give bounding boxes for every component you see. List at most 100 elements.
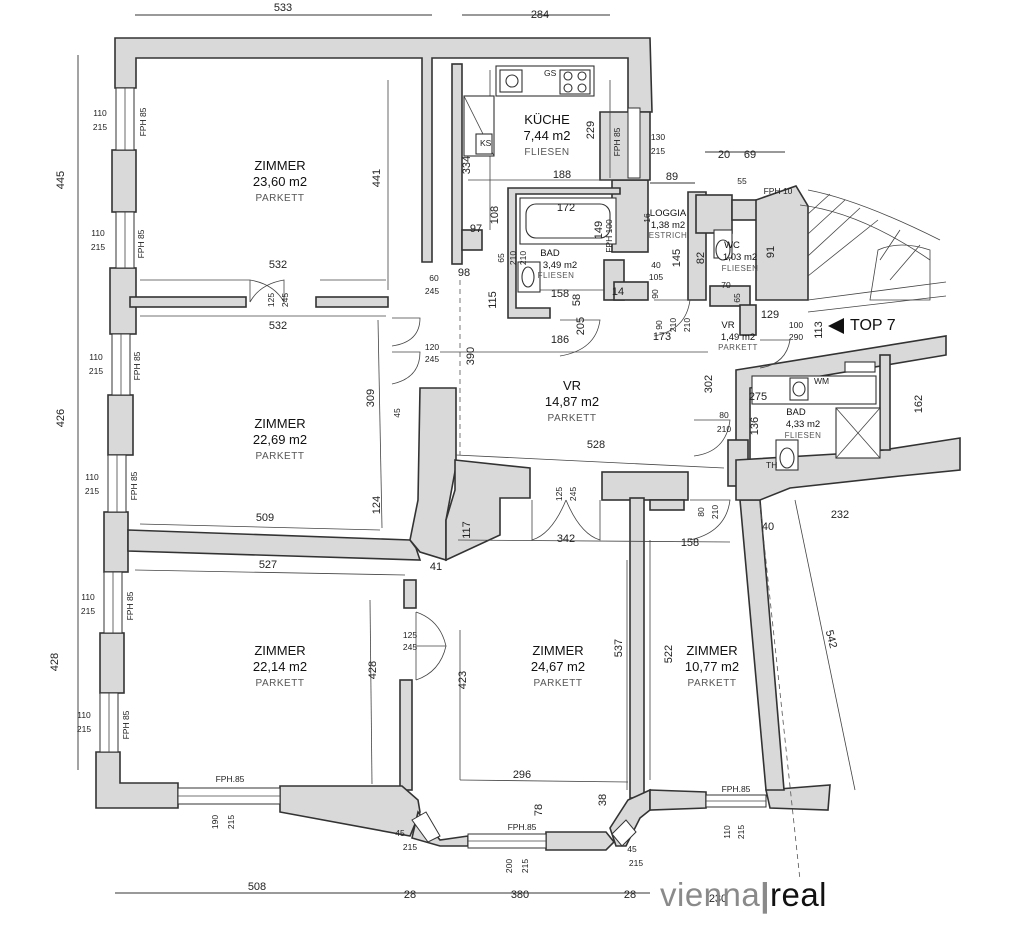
svg-text:210: 210 — [668, 318, 678, 332]
svg-text:10,77 m2: 10,77 m2 — [685, 659, 739, 674]
svg-text:70: 70 — [721, 280, 731, 290]
svg-text:3,49 m2: 3,49 m2 — [543, 260, 577, 271]
svg-text:ZIMMER: ZIMMER — [686, 643, 737, 658]
svg-text:KÜCHE: KÜCHE — [524, 112, 570, 127]
svg-text:533: 533 — [274, 2, 292, 14]
svg-text:537: 537 — [613, 639, 625, 657]
svg-text:158: 158 — [551, 288, 569, 300]
svg-text:120: 120 — [425, 342, 439, 352]
svg-text:FLIESEN: FLIESEN — [722, 264, 759, 273]
svg-text:69: 69 — [744, 149, 756, 161]
svg-text:40: 40 — [762, 521, 774, 533]
svg-text:200: 200 — [504, 859, 514, 873]
room-label-zimmer-3: ZIMMER 22,14 m2 PARKETT — [253, 643, 307, 689]
opening-annotations: 110 215 FPH 85 110 215 FPH 85 110 215 FP… — [77, 107, 803, 873]
svg-text:FPH.85: FPH.85 — [508, 822, 537, 832]
svg-text:162: 162 — [913, 395, 925, 413]
svg-text:232: 232 — [831, 509, 849, 521]
walls — [95, 37, 961, 851]
svg-text:528: 528 — [587, 439, 605, 451]
svg-text:VR: VR — [721, 320, 734, 331]
svg-text:FLIESEN: FLIESEN — [785, 431, 822, 440]
svg-text:172: 172 — [557, 202, 575, 214]
svg-text:ZIMMER: ZIMMER — [254, 158, 305, 173]
svg-text:14,87 m2: 14,87 m2 — [545, 394, 599, 409]
svg-text:65: 65 — [496, 253, 506, 263]
svg-text:210: 210 — [508, 251, 518, 265]
svg-text:527: 527 — [259, 559, 277, 571]
svg-text:115: 115 — [487, 291, 499, 309]
svg-text:205: 205 — [575, 317, 587, 335]
svg-text:55: 55 — [737, 176, 747, 186]
staircase — [799, 189, 947, 313]
room-label-vr: VR 14,87 m2 PARKETT — [545, 378, 599, 424]
room-label-bad-1: BAD 3,49 m2 FLIESEN — [538, 248, 578, 280]
svg-text:136: 136 — [749, 417, 761, 435]
bath-fixtures — [517, 197, 881, 471]
svg-text:45: 45 — [395, 828, 405, 838]
svg-text:FPH.85: FPH.85 — [216, 774, 245, 784]
svg-text:22,69 m2: 22,69 m2 — [253, 432, 307, 447]
svg-text:FPH 85: FPH 85 — [125, 591, 135, 620]
room-label-loggia: LOGGIA 1,38 m2 ESTRICH — [649, 208, 687, 240]
svg-text:82: 82 — [695, 252, 707, 264]
svg-text:PARKETT: PARKETT — [256, 193, 305, 204]
interior-dimension-texts: 441 532 532 309 509 124 527 428 41 342 1… — [256, 121, 925, 816]
svg-text:145: 145 — [671, 249, 683, 267]
svg-text:FPH 85: FPH 85 — [132, 351, 142, 380]
svg-text:7,44 m2: 7,44 m2 — [524, 128, 571, 143]
svg-text:BAD: BAD — [540, 248, 560, 259]
svg-text:PARKETT: PARKETT — [548, 413, 597, 424]
svg-text:110: 110 — [89, 352, 103, 362]
svg-text:1,03 m2: 1,03 m2 — [723, 252, 757, 263]
svg-text:125: 125 — [403, 630, 417, 640]
svg-text:445: 445 — [55, 171, 67, 189]
svg-text:275: 275 — [749, 391, 767, 403]
svg-text:113: 113 — [813, 321, 825, 339]
svg-text:ZIMMER: ZIMMER — [532, 643, 583, 658]
svg-text:45: 45 — [627, 844, 637, 854]
svg-text:428: 428 — [367, 661, 379, 679]
svg-text:108: 108 — [489, 206, 501, 224]
svg-text:PARKETT: PARKETT — [256, 678, 305, 689]
svg-text:1,38 m2: 1,38 m2 — [651, 220, 685, 231]
svg-text:215: 215 — [651, 146, 665, 156]
svg-text:110: 110 — [81, 592, 95, 602]
room-label-bad-2: BAD 4,33 m2 FLIESEN — [785, 407, 822, 440]
svg-text:215: 215 — [85, 486, 99, 496]
svg-text:110: 110 — [722, 825, 732, 839]
room-label-wc: WC 1,03 m2 FLIESEN — [722, 240, 759, 273]
svg-text:190: 190 — [210, 815, 220, 829]
svg-text:290: 290 — [789, 332, 803, 342]
svg-text:215: 215 — [403, 842, 417, 852]
brand-logo: vienna|real — [660, 876, 828, 913]
svg-text:GS: GS — [544, 68, 557, 78]
svg-text:FPH 85: FPH 85 — [612, 127, 622, 156]
room-label-zimmer-5: ZIMMER 10,77 m2 PARKETT — [685, 643, 739, 689]
svg-text:90: 90 — [654, 320, 664, 330]
svg-text:TH: TH — [766, 460, 777, 470]
svg-text:PARKETT: PARKETT — [718, 343, 758, 352]
svg-text:FLIESEN: FLIESEN — [538, 271, 575, 280]
svg-text:186: 186 — [551, 334, 569, 346]
svg-text:302: 302 — [703, 375, 715, 393]
room-label-zimmer-2: ZIMMER 22,69 m2 PARKETT — [253, 416, 307, 462]
svg-text:124: 124 — [371, 496, 383, 514]
svg-text:FPH 85: FPH 85 — [121, 710, 131, 739]
svg-text:245: 245 — [568, 487, 578, 501]
outer-dimension-texts: 533 284 20 69 89 445 426 428 508 28 380 … — [49, 2, 756, 905]
svg-text:334: 334 — [461, 156, 473, 174]
svg-text:215: 215 — [89, 366, 103, 376]
svg-text:149: 149 — [593, 221, 605, 239]
svg-text:23,60 m2: 23,60 m2 — [253, 174, 307, 189]
svg-text:215: 215 — [81, 606, 95, 616]
svg-text:215: 215 — [93, 122, 107, 132]
svg-text:210: 210 — [682, 318, 692, 332]
svg-text:390: 390 — [465, 347, 477, 365]
svg-text:ZIMMER: ZIMMER — [254, 643, 305, 658]
svg-text:230: 230 — [709, 893, 727, 905]
room-label-zimmer-1: ZIMMER 23,60 m2 PARKETT — [253, 158, 307, 204]
svg-text:89: 89 — [666, 171, 678, 183]
svg-text:4,33 m2: 4,33 m2 — [786, 419, 820, 430]
kitchen-fixtures — [463, 65, 595, 157]
